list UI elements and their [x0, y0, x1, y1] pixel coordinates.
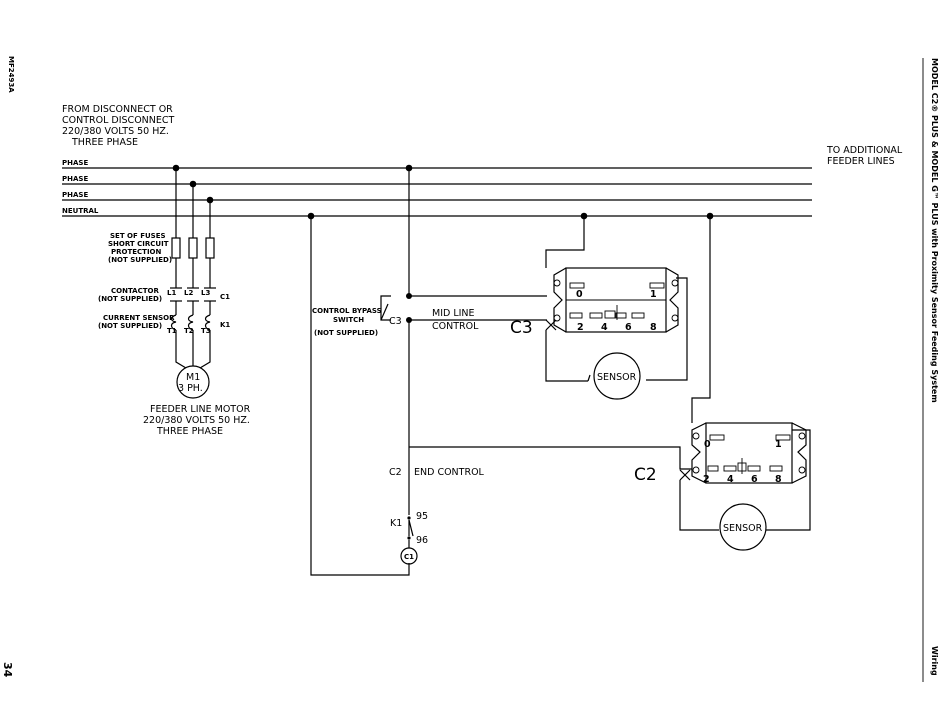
phase-1-label: PHASE	[62, 159, 88, 167]
terminal-95: 95	[416, 511, 428, 522]
label-l2: L2	[184, 289, 193, 297]
end-control-c2: C2	[389, 467, 402, 478]
mid-line-c3-big: C3	[510, 318, 533, 338]
label-t2: T2	[184, 327, 194, 335]
phase-3-label: PHASE	[62, 191, 88, 199]
mid-sensor-circle	[593, 352, 641, 400]
bus-lines	[62, 167, 812, 217]
current-sensor-coils	[170, 314, 211, 331]
junction-dots	[172, 164, 714, 323]
source-line-4: THREE PHASE	[71, 137, 138, 148]
fuses-line-2: SHORT CIRCUIT	[108, 240, 169, 248]
bypass-c3: C3	[389, 316, 402, 327]
k1-label: K1	[390, 518, 402, 529]
c3-terminal-2: 2	[577, 322, 584, 333]
bypass-line-2: SWITCH	[333, 316, 364, 324]
phase-2-label: PHASE	[62, 175, 88, 183]
motor-caption-line-1: FEEDER LINE MOTOR	[150, 404, 251, 415]
to-additional-line-1: TO ADDITIONAL	[826, 145, 903, 156]
label-k1: K1	[220, 321, 230, 329]
c2-terminal-4: 4	[727, 474, 734, 485]
motor-m1-circle	[176, 365, 210, 399]
label-c1: C1	[220, 293, 230, 301]
fuses-line-3: PROTECTION	[111, 248, 161, 256]
motor-caption-line-3: THREE PHASE	[156, 426, 223, 437]
c3-terminal-1: 1	[650, 289, 657, 300]
motor-caption-line-2: 220/380 VOLTS 50 HZ.	[143, 415, 250, 426]
fuses-line-1: SET OF FUSES	[110, 232, 166, 240]
mid-line-label-1: MID LINE	[432, 308, 475, 319]
page-number: 34	[1, 662, 14, 678]
motor-branch-wires	[175, 168, 211, 369]
c3-terminal-8: 8	[650, 322, 657, 333]
c3-terminal-4: 4	[601, 322, 608, 333]
c1-coil-circle	[400, 547, 418, 565]
mid-line-control-module	[545, 267, 679, 333]
motor-phase: 3 PH.	[178, 383, 203, 394]
end-control-c2-big: C2	[634, 465, 657, 485]
c3-terminal-6: 6	[625, 322, 632, 333]
terminal-96: 96	[416, 535, 428, 546]
c3-terminal-0: 0	[576, 289, 583, 300]
c1-coil-label: C1	[404, 553, 414, 561]
label-l3: L3	[201, 289, 210, 297]
fuses-line-4: (NOT SUPPLIED)	[108, 256, 172, 264]
end-control-label: END CONTROL	[414, 467, 485, 478]
label-l1: L1	[167, 289, 176, 297]
bypass-line-3: (NOT SUPPLIED)	[314, 329, 378, 337]
end-sensor-circle	[719, 503, 767, 551]
mid-sensor-label: SENSOR	[597, 372, 637, 383]
source-line-2: CONTROL DISCONNECT	[62, 115, 175, 126]
neutral-label: NEUTRAL	[62, 207, 99, 215]
contactor-line-1: CONTACTOR	[111, 287, 159, 295]
side-title: MODEL C2® PLUS & MODEL G™ PLUS with Prox…	[930, 58, 939, 403]
source-line-1: FROM DISCONNECT OR	[62, 104, 173, 115]
contactor-line-2: (NOT SUPPLIED)	[98, 295, 162, 303]
current-sensor-line-1: CURRENT SENSOR	[103, 314, 175, 322]
doc-code: MF2493A	[7, 56, 15, 93]
bypass-line-1: CONTROL BYPASS	[312, 307, 382, 315]
side-section: Wiring	[930, 646, 939, 676]
contactor-contacts	[170, 287, 216, 302]
motor-id: M1	[186, 372, 200, 383]
fuse-symbols	[171, 237, 215, 259]
end-control-module	[679, 422, 807, 484]
end-sensor-label: SENSOR	[723, 523, 763, 534]
c2-terminal-0: 0	[704, 439, 711, 450]
c2-terminal-1: 1	[775, 439, 782, 450]
c2-terminal-2: 2	[703, 474, 710, 485]
label-t1: T1	[167, 327, 177, 335]
control-circuit-wires	[310, 168, 811, 576]
k1-relay-contact	[407, 516, 414, 540]
mid-line-label-2: CONTROL	[432, 321, 479, 332]
c2-terminal-6: 6	[751, 474, 758, 485]
to-additional-line-2: FEEDER LINES	[827, 156, 895, 167]
source-line-3: 220/380 VOLTS 50 HZ.	[62, 126, 169, 137]
c2-terminal-8: 8	[775, 474, 782, 485]
label-t3: T3	[201, 327, 211, 335]
current-sensor-line-2: (NOT SUPPLIED)	[98, 322, 162, 330]
